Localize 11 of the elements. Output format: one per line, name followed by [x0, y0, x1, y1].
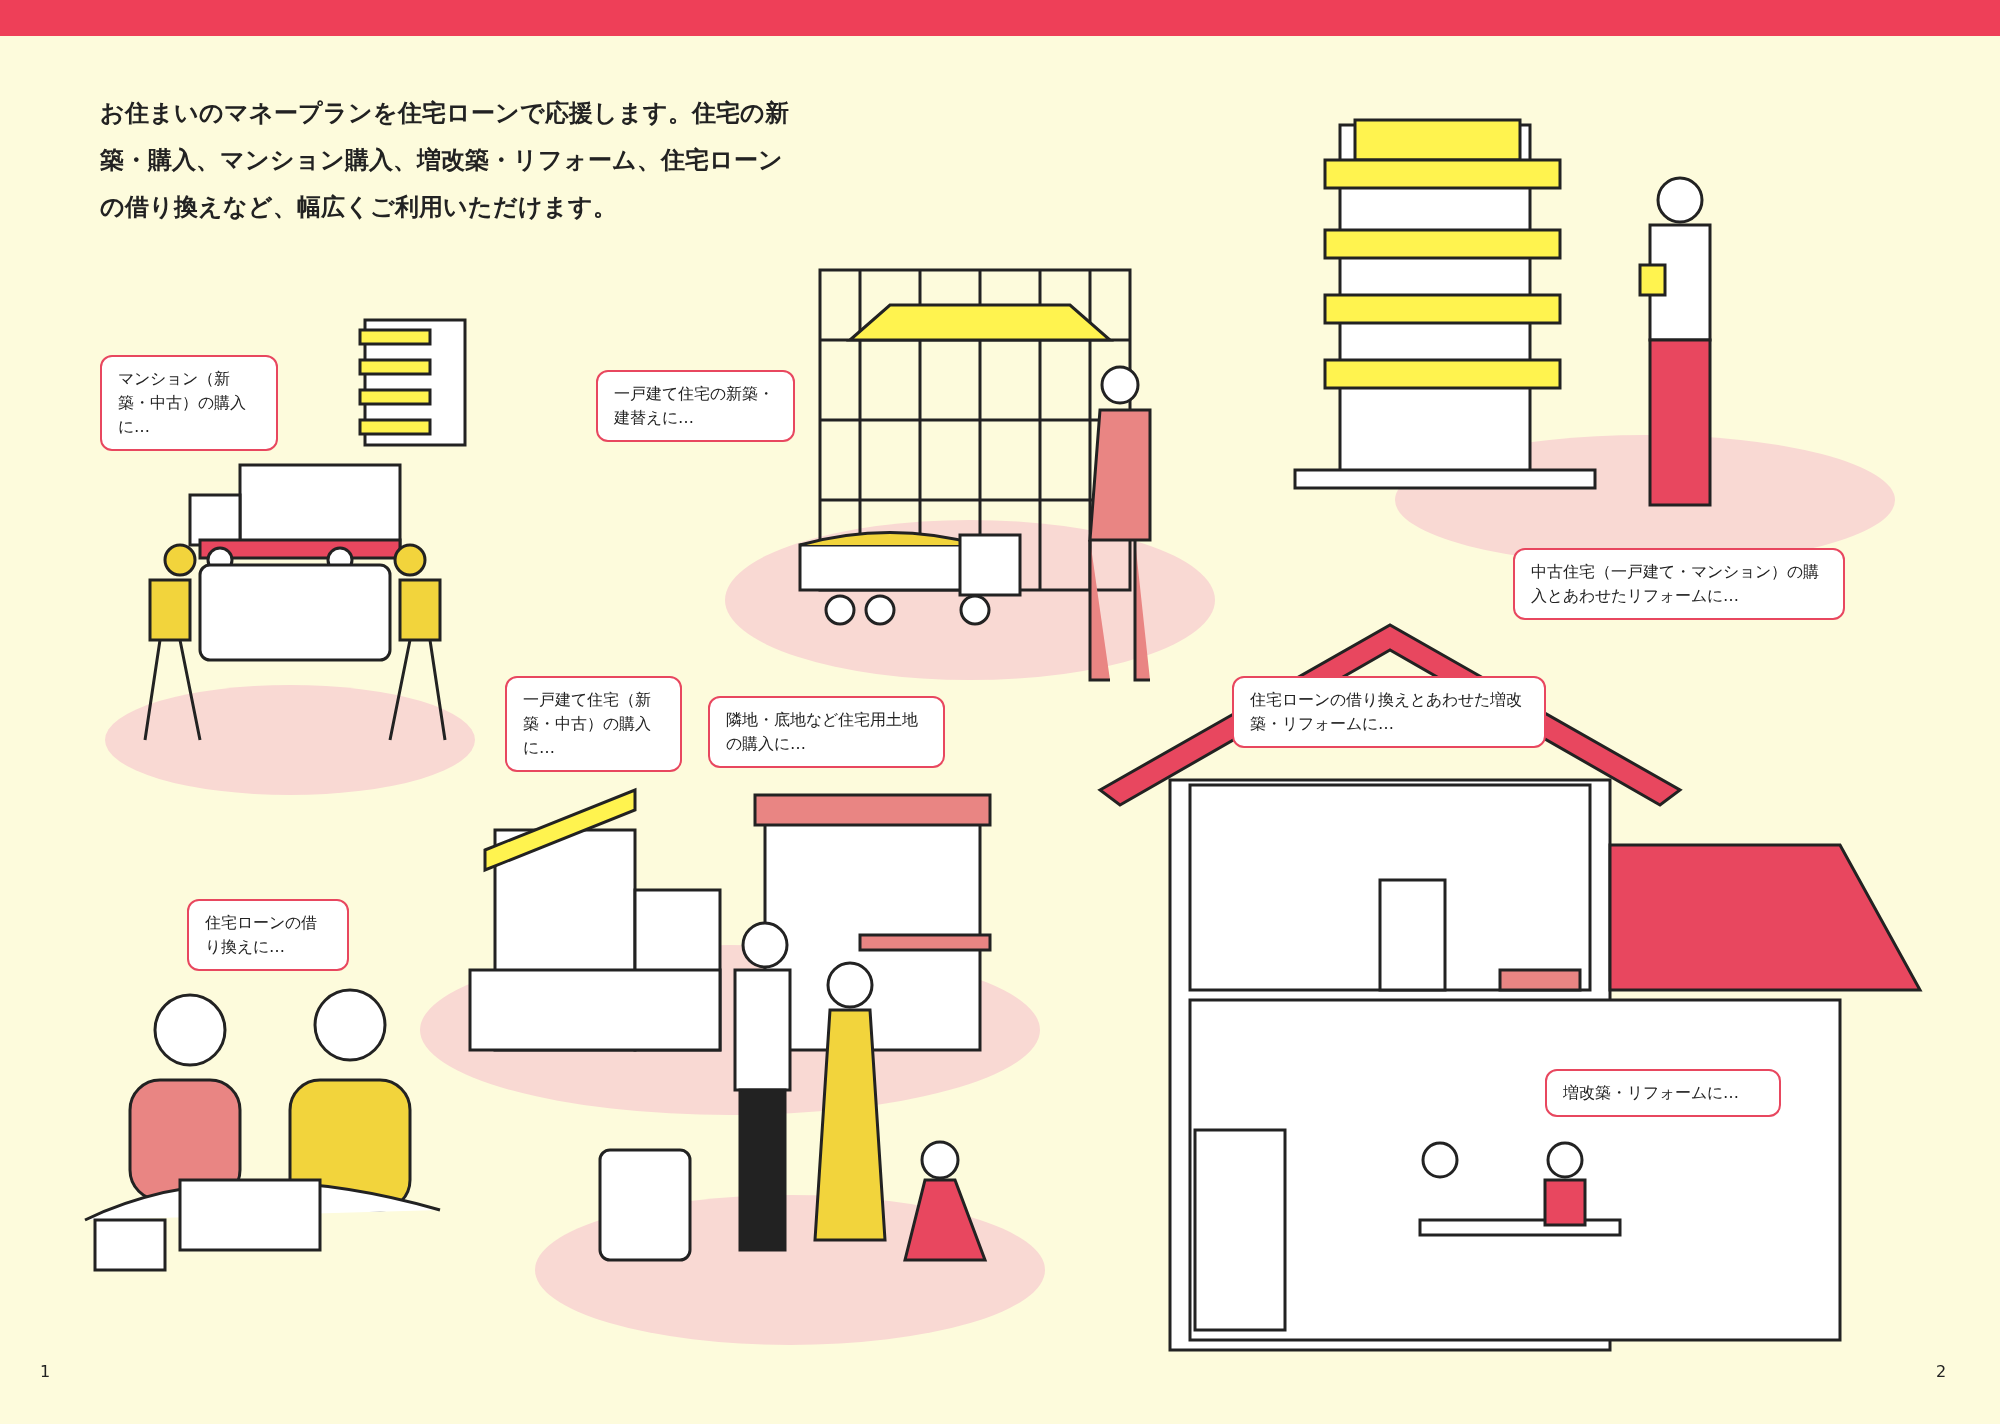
speech-bubble: マンション（新築・中古）の購入に…	[100, 355, 278, 451]
page-number: 2	[1936, 1362, 1947, 1381]
page-number: 1	[40, 1362, 51, 1381]
speech-bubble: 増改築・リフォームに…	[1545, 1069, 1781, 1117]
speech-bubble: 住宅ローンの借り換えとあわせた増改築・リフォームに…	[1232, 676, 1546, 748]
speech-bubble: 一戸建て住宅の新築・建替えに…	[596, 370, 795, 442]
speech-bubble: 住宅ローンの借り換えに…	[187, 899, 349, 971]
speech-bubble: 一戸建て住宅（新築・中古）の購入に…	[505, 676, 682, 772]
speech-bubble: 隣地・底地など住宅用土地の購入に…	[708, 696, 945, 768]
heading-text: お住まいのマネープランを住宅ローンで応援します。住宅の新築・購入、マンション購入、増改築・リフォーム、住宅ローンの借り換えなど、幅広くご利用いただけます。	[100, 98, 790, 223]
speech-bubble: 中古住宅（一戸建て・マンション）の購入とあわせたリフォームに…	[1513, 548, 1845, 620]
